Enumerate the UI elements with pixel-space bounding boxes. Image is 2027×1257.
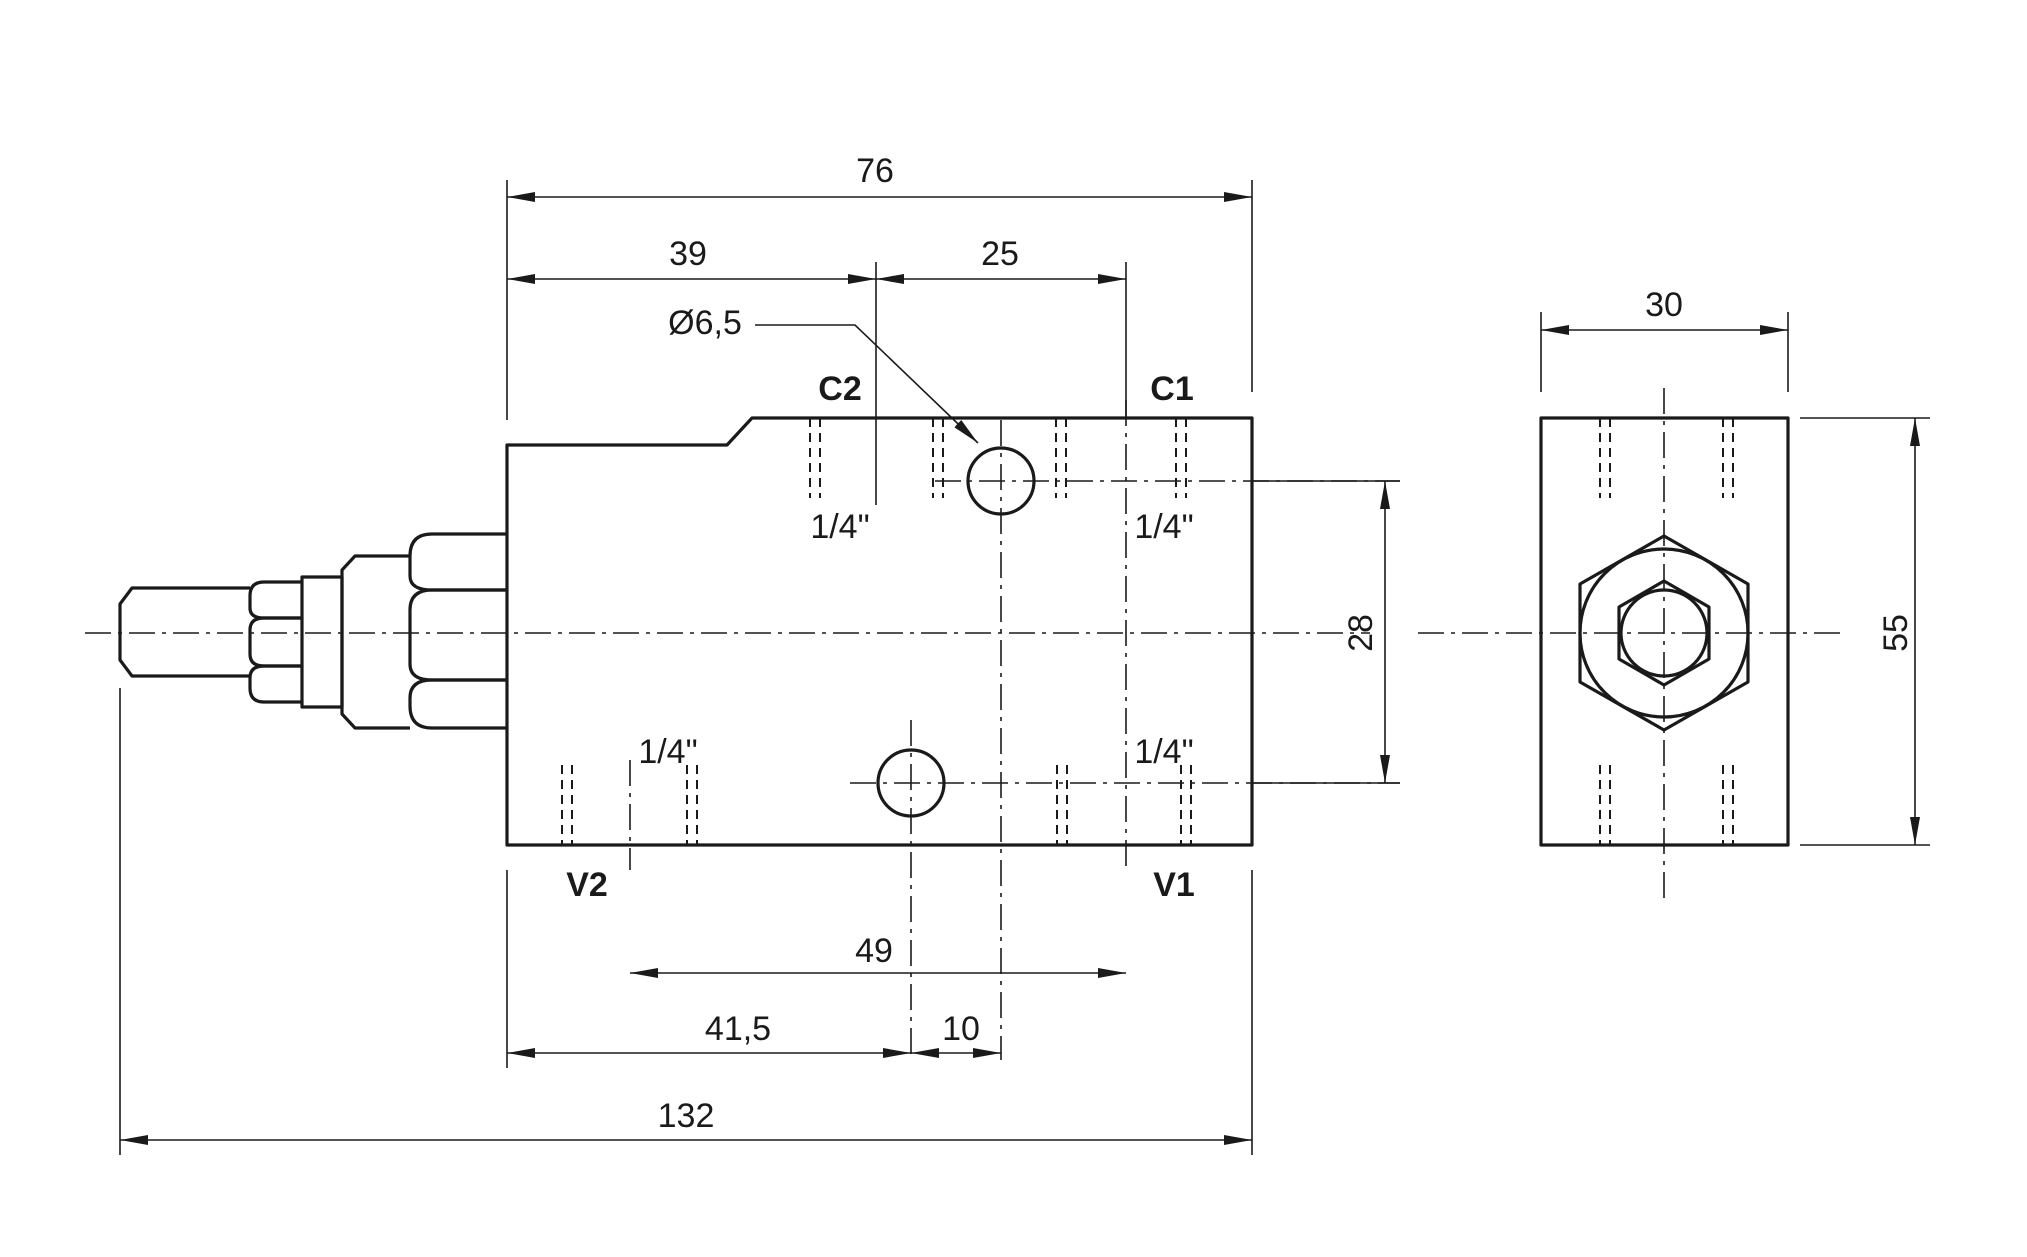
- valve-body: [505, 416, 1254, 847]
- side-view: [1418, 312, 1930, 905]
- center-lines-front: [85, 400, 1400, 1060]
- side-dimensions: [1540, 312, 1930, 846]
- port-c2-hidden: [809, 418, 877, 505]
- dim-c2-c1-spacing: 25: [981, 235, 1019, 273]
- thread-label-c1: 1/4": [1134, 508, 1193, 546]
- cartridge-hex-nut: [408, 532, 507, 730]
- port-c1-hidden: [1175, 418, 1187, 498]
- thread-label-c2: 1/4": [810, 508, 869, 546]
- thread-label-v1: 1/4": [1134, 733, 1193, 771]
- front-view: [85, 180, 1400, 1155]
- thread-labels: 1/4" 1/4" 1/4" 1/4": [638, 508, 1193, 771]
- port-label-c2: C2: [818, 370, 861, 408]
- dim-total-length: 132: [658, 1097, 715, 1135]
- thread-label-v2: 1/4": [638, 733, 697, 771]
- dim-v2-hole-offset: 41,5: [705, 1010, 771, 1048]
- dim-hole-diameter: Ø6,5: [668, 304, 742, 342]
- port-label-v2: V2: [566, 866, 608, 904]
- dim-v2-v1-spacing: 49: [855, 932, 893, 970]
- dim-overall-width: 76: [856, 152, 894, 190]
- port-labels: C2 C1 V2 V1: [566, 370, 1195, 904]
- dim-mount-hole-spacing: 28: [1342, 614, 1380, 652]
- dim-hole-offset-10: 10: [942, 1010, 980, 1048]
- port-v2-hidden: [561, 765, 698, 845]
- extension-lines: [119, 180, 1400, 1155]
- dimension-lines: [120, 192, 1390, 1145]
- port-v1-hidden: [1056, 765, 1192, 845]
- dim-side-width: 30: [1645, 286, 1683, 324]
- dimension-labels: 76 39 25 Ø6,5 28 49 41,5 10 132 30 55: [658, 152, 1915, 1135]
- center-lines-side: [1418, 388, 1840, 905]
- port-label-c1: C1: [1150, 370, 1193, 408]
- diameter-leader: [755, 324, 979, 444]
- side-hidden-lines: [1599, 418, 1734, 845]
- adjusting-screw: [118, 586, 250, 678]
- cartridge-flange: [340, 554, 410, 730]
- cartridge-lock-nut: [248, 575, 344, 709]
- port-label-v1: V1: [1153, 866, 1195, 904]
- bore-hidden-lines: [932, 418, 1067, 498]
- dim-side-height: 55: [1877, 614, 1915, 652]
- dim-c2-offset: 39: [669, 235, 707, 273]
